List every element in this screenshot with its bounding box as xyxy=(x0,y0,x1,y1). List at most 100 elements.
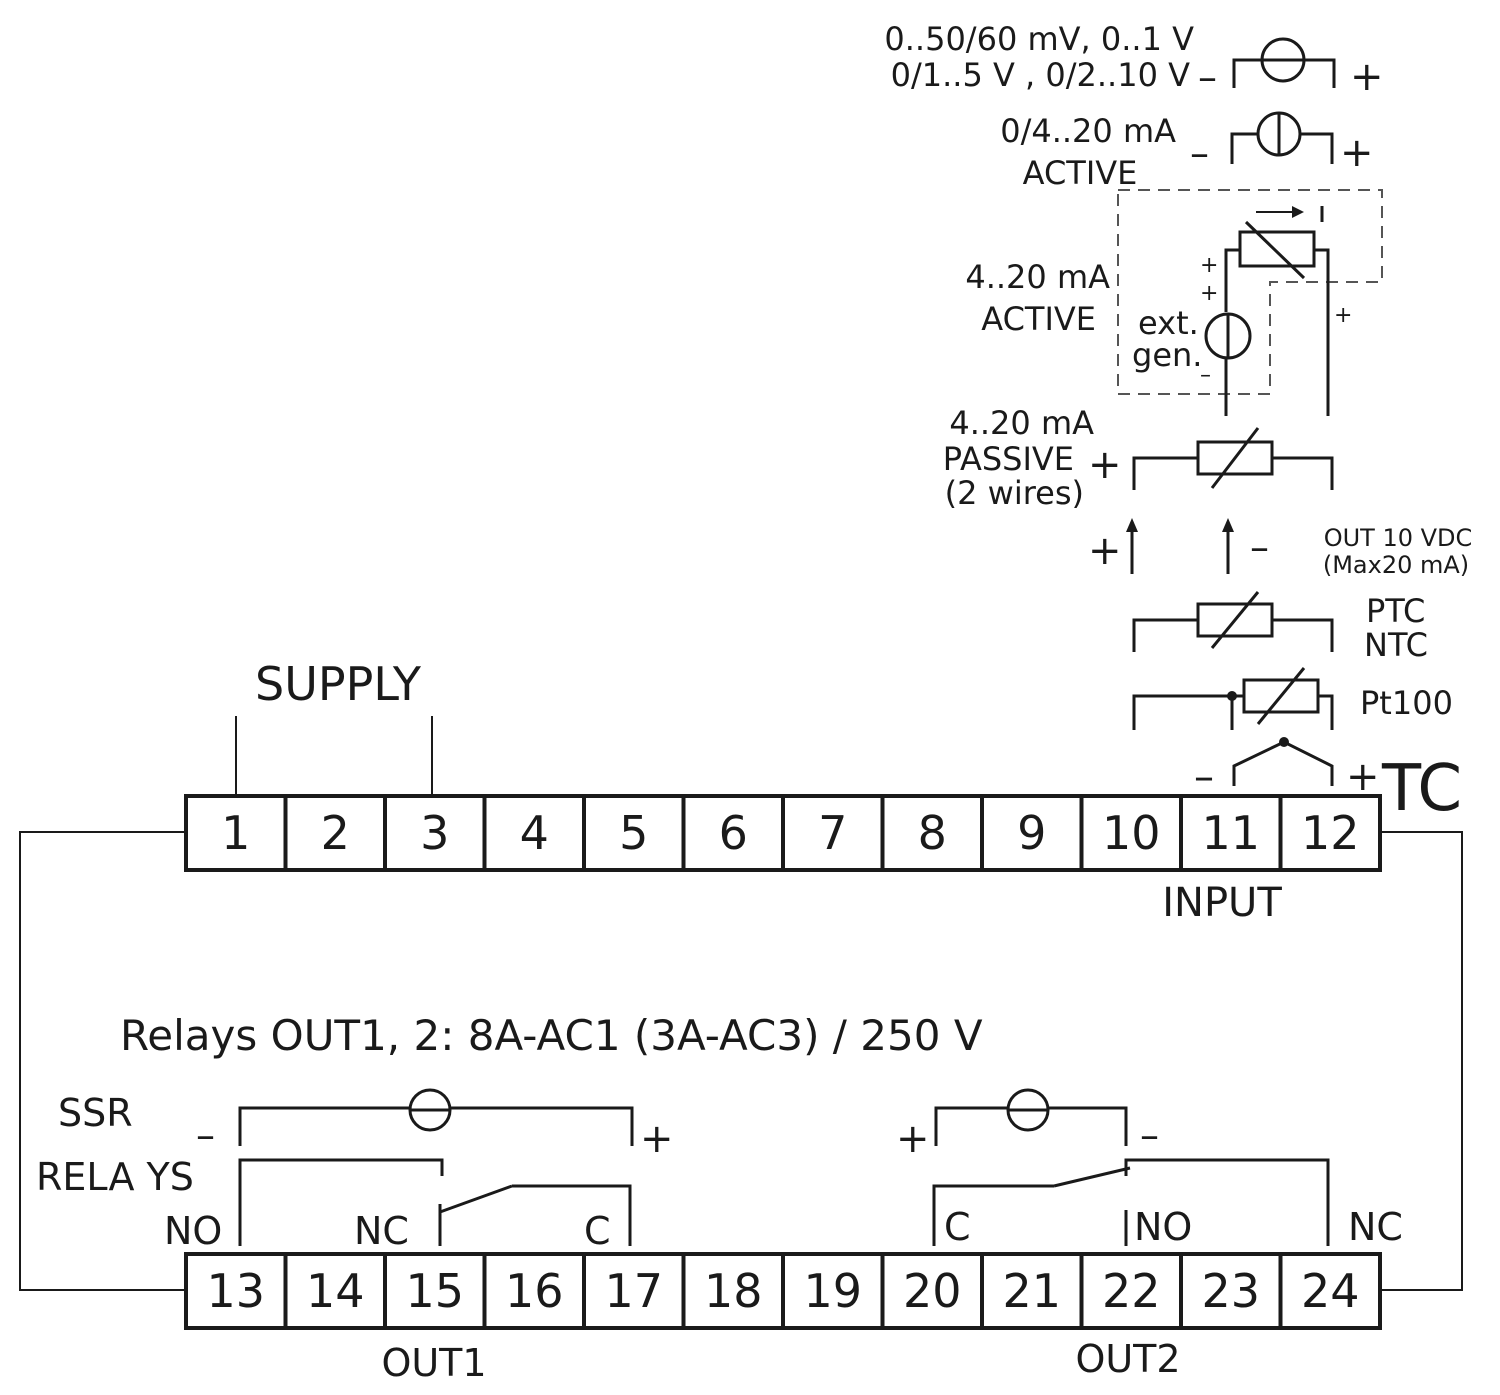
terminal-number: 9 xyxy=(1017,806,1046,860)
vdc-arrow-plus-head xyxy=(1126,518,1138,532)
terminal-number: 1 xyxy=(221,806,250,860)
terminal-box xyxy=(1179,794,1283,872)
out-vdc-label: OUT 10 VDC xyxy=(1324,524,1473,552)
relays-label: RELA YS xyxy=(36,1155,194,1199)
out1-c-label: C xyxy=(584,1209,611,1253)
terminal-number: 6 xyxy=(719,806,748,860)
ext-plus-2: + xyxy=(1200,281,1218,306)
terminal-box xyxy=(582,1252,686,1330)
tc-junction-wire xyxy=(1232,740,1334,786)
terminal-number: 11 xyxy=(1201,806,1260,860)
current-active-label: ACTIVE xyxy=(1023,154,1138,192)
ext-plus-1: + xyxy=(1200,253,1218,278)
out2-nc-label: NC xyxy=(1348,1205,1403,1249)
terminal-box xyxy=(681,1252,785,1330)
ext-plus-3: + xyxy=(1334,303,1352,328)
terminal-number: 24 xyxy=(1301,1264,1360,1318)
terminal-number: 5 xyxy=(619,806,648,860)
pt100-junction xyxy=(1227,691,1237,701)
ptc-wire-left xyxy=(1132,618,1198,652)
out1-nc-label: NC xyxy=(354,1209,409,1253)
terminal-number: 14 xyxy=(306,1264,365,1318)
tc-plus: + xyxy=(1346,754,1380,800)
out1-relay-contact xyxy=(439,1184,513,1214)
out-max-label: (Max20 mA) xyxy=(1323,551,1469,579)
passive-transmitter-slash xyxy=(1210,427,1260,489)
relays-spec: Relays OUT1, 2: 8A-AC1 (3A-AC3) / 250 V xyxy=(120,1011,983,1060)
terminal-number: 22 xyxy=(1102,1264,1161,1318)
pt100-label: Pt100 xyxy=(1360,684,1453,722)
input-label: INPUT xyxy=(1162,880,1282,926)
ptc-resistor-slash xyxy=(1210,591,1260,649)
passive-range: 4..20 mA xyxy=(949,404,1094,442)
terminal-box xyxy=(880,1252,984,1330)
terminal-box xyxy=(1179,1252,1283,1330)
tc-minus: – xyxy=(1194,754,1214,800)
current-active-plus: + xyxy=(1340,130,1374,176)
terminal-number: 8 xyxy=(918,806,947,860)
current-active-minus: – xyxy=(1190,131,1209,175)
out2-c-wire xyxy=(932,1184,1054,1246)
out1-no-label: NO xyxy=(164,1209,222,1253)
terminal-number: 7 xyxy=(818,806,847,860)
voltage-minus: – xyxy=(1198,55,1217,99)
terminal-number: 4 xyxy=(520,806,549,860)
terminal-box xyxy=(383,1252,487,1330)
ext-gen-dashed-frame xyxy=(1117,189,1383,395)
transmitter-to-gen-wire xyxy=(1224,248,1240,312)
tc-label: TC xyxy=(1381,752,1462,826)
terminal-box xyxy=(383,794,487,872)
ssr-label: SSR xyxy=(58,1091,133,1135)
out1-label: OUT1 xyxy=(381,1341,486,1385)
current-active-range: 0/4..20 mA xyxy=(1000,112,1176,150)
vdc-minus: – xyxy=(1250,525,1269,569)
bottom-terminal-strip: 13 14 15 16 17 18 19 20 21 22 23 24 xyxy=(184,1252,1382,1330)
voltage-plus: + xyxy=(1350,54,1384,100)
out2-ssr-plus: + xyxy=(896,1116,930,1162)
terminal-number: 17 xyxy=(604,1264,663,1318)
terminal-box xyxy=(980,794,1084,872)
passive-wire-left xyxy=(1132,456,1198,490)
transmitter-resistor xyxy=(1238,230,1316,268)
terminal-number: 10 xyxy=(1102,806,1161,860)
ext-gen-line2: gen. xyxy=(1132,336,1202,374)
out2-c-label: C xyxy=(944,1205,971,1249)
terminal-number: 21 xyxy=(1002,1264,1061,1318)
ext-active-range: 4..20 mA xyxy=(965,258,1110,296)
ext-gen-line1: ext. xyxy=(1138,304,1199,342)
out2-label: OUT2 xyxy=(1075,1337,1180,1381)
pt100-resistor-slash xyxy=(1256,667,1306,725)
terminal-number: 13 xyxy=(206,1264,265,1318)
passive-plus: + xyxy=(1088,442,1122,488)
terminal-box xyxy=(283,794,387,872)
supply-label: SUPPLY xyxy=(255,657,422,711)
out2-nc-wire xyxy=(1124,1158,1330,1246)
terminal-number: 16 xyxy=(505,1264,564,1318)
pt100-wire-left xyxy=(1132,694,1244,730)
terminal-box xyxy=(781,1252,885,1330)
transmitter-arrow-head xyxy=(1292,206,1304,218)
out1-ssr-minus: – xyxy=(196,1113,215,1157)
vdc-plus: + xyxy=(1088,528,1122,574)
pt100-wire-right xyxy=(1318,694,1334,730)
ptc-label: PTC xyxy=(1366,592,1425,630)
terminal-number: 23 xyxy=(1201,1264,1260,1318)
terminal-box xyxy=(283,1252,387,1330)
transmitter-slash xyxy=(1244,220,1306,280)
terminal-number: 19 xyxy=(803,1264,862,1318)
terminal-number: 15 xyxy=(405,1264,464,1318)
terminal-number: 18 xyxy=(704,1264,763,1318)
out2-no-label: NO xyxy=(1134,1205,1192,1249)
out1-no-wire xyxy=(238,1158,444,1246)
out1-ssr-plus: + xyxy=(640,1116,674,1162)
terminal-box xyxy=(1278,1252,1382,1330)
terminal-number: 20 xyxy=(903,1264,962,1318)
ext-active-label: ACTIVE xyxy=(981,300,1096,338)
transmitter-to-terminal-wire xyxy=(1314,248,1330,416)
ntc-label: NTC xyxy=(1364,626,1428,664)
tc-junction xyxy=(1279,737,1289,747)
terminal-number: 2 xyxy=(321,806,350,860)
terminal-number: 12 xyxy=(1301,806,1360,860)
ptc-wire-right xyxy=(1272,618,1334,652)
